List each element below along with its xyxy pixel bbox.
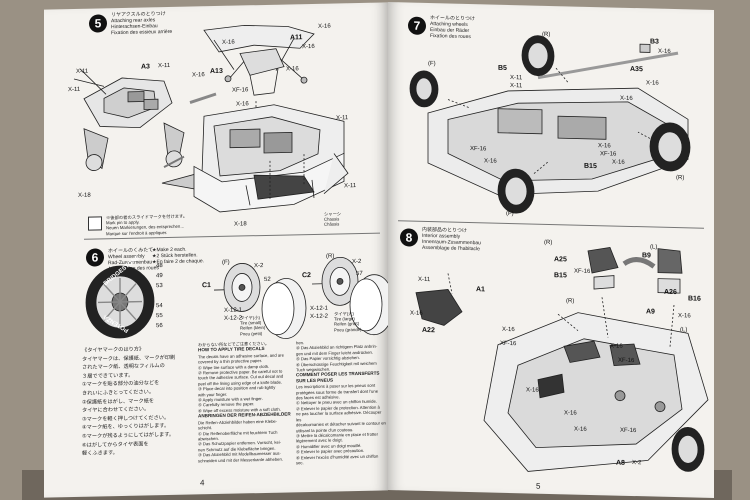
rear-axle-diagram xyxy=(73,25,349,213)
wheel-attachment-diagram xyxy=(409,35,691,214)
screw-label: X-16 xyxy=(620,95,633,102)
screw-label: X-12-2 xyxy=(310,313,329,321)
part-label: A9 xyxy=(646,308,655,316)
screw-label: X-12-1 xyxy=(310,305,329,313)
decal-number: 54 xyxy=(156,303,163,310)
part-label: B3 xyxy=(650,38,659,46)
side-label: (R) xyxy=(544,239,553,247)
part-label: A11 xyxy=(290,34,303,42)
screw-label: X-11 xyxy=(158,62,171,70)
screw-label: XF-16 xyxy=(600,151,617,158)
screw-label: X-16 xyxy=(646,80,659,87)
front-label: (F) xyxy=(222,259,230,266)
screw-label: X-16 xyxy=(610,343,623,350)
screw-label: X-16 xyxy=(484,158,497,165)
part-label: A13 xyxy=(210,67,223,76)
screw-label: X-16 xyxy=(286,66,299,73)
part-label: B9 xyxy=(642,252,651,260)
screw-label: X-16 xyxy=(502,326,515,334)
screw-label: X-16 xyxy=(658,48,671,55)
screw-label: XF-16 xyxy=(618,357,635,365)
part-label: A3 xyxy=(141,63,150,71)
interior-assembly-diagram xyxy=(415,246,709,472)
screw-label: X-11 xyxy=(336,115,349,122)
screw-label: X-2 xyxy=(632,459,642,467)
side-label: (R) xyxy=(566,298,575,305)
side-label: (L) xyxy=(650,244,658,251)
part-label: A8 xyxy=(616,459,625,467)
part-label: B15 xyxy=(554,272,567,280)
screw-label: XF-16 xyxy=(574,268,591,275)
screw-label: X-16 xyxy=(410,310,423,317)
tire-large-caption: タイヤ(大) Tire (large) Reifen (groß) Pneu (… xyxy=(334,311,362,333)
decal-number: 49 xyxy=(156,273,163,280)
mark-icon xyxy=(88,216,102,231)
rear-label: (R) xyxy=(326,253,335,260)
screw-label: X-2 xyxy=(352,258,362,266)
screw-label: X-16 xyxy=(612,159,625,166)
screw-label: X-16 xyxy=(678,313,691,320)
screw-label: X-12-1 xyxy=(224,307,243,314)
screw-label: X-16 xyxy=(318,23,331,30)
decal-number: 55 xyxy=(156,313,163,320)
screw-label: XF-16 xyxy=(620,427,637,435)
screw-label: X-16 xyxy=(574,426,587,433)
rear-label: (R) xyxy=(542,31,551,38)
page-number: 5 xyxy=(536,481,541,491)
decal-instructions-jp: 《タイヤマークのはり方》 タイヤマークは、保護紙、マークが印刷 されたマーク紙、… xyxy=(82,346,176,457)
screw-label: X-18 xyxy=(78,192,91,199)
decal-instructions-fr: hen. ④ Das Abziehbild an richtigem Platz… xyxy=(296,340,386,466)
tire-small-caption: タイヤ(小) Tire (small) Reifen (klein) Pneu … xyxy=(240,315,266,337)
part-label: B15 xyxy=(584,162,597,171)
part-label: B5 xyxy=(498,64,507,72)
screw-label: X-18 xyxy=(234,221,247,228)
screw-label: X-11 xyxy=(510,74,523,82)
part-label: C1 xyxy=(202,282,211,290)
part-label: A22 xyxy=(422,326,435,335)
right-page: 7 ホイールのとりつけ Attaching wheels Einbau der … xyxy=(388,2,714,498)
decal-number: 57 xyxy=(356,270,363,278)
decal-number: 56 xyxy=(156,323,163,330)
screw-label: X-16 xyxy=(236,101,249,108)
decal-number: 48 xyxy=(156,263,163,270)
decal-number: 52 xyxy=(264,276,271,283)
page-number: 4 xyxy=(200,478,205,488)
part-label: A35 xyxy=(630,65,643,74)
chassis-label: シャーシ Chassis Châssis xyxy=(324,211,342,228)
screw-label: X-16 xyxy=(526,387,539,394)
screw-label: X-16 xyxy=(564,410,577,417)
screw-label: X-16 xyxy=(192,72,205,79)
screw-label: XF-16 xyxy=(232,87,249,94)
rear-label: (R) xyxy=(676,175,685,182)
screw-label: XF-16 xyxy=(500,340,517,348)
wheel-assembly-diagram xyxy=(85,256,395,339)
screw-label: X-11 xyxy=(510,82,523,90)
left-page: 5 リヤアクスルのとりつけ Attaching rear axles Hinte… xyxy=(44,2,395,498)
front-label: (F) xyxy=(428,60,436,68)
side-label: (L) xyxy=(680,327,688,334)
screw-label: X-11 xyxy=(76,68,89,75)
part-label: B16 xyxy=(688,295,701,303)
screw-label: X-16 xyxy=(302,43,315,51)
screw-label: X-11 xyxy=(68,86,81,94)
screw-label: X-2 xyxy=(254,263,264,270)
decal-number: 53 xyxy=(156,283,163,290)
front-label: (F) xyxy=(506,210,514,218)
screw-label: X-16 xyxy=(598,143,611,150)
part-label: A1 xyxy=(476,286,485,294)
screw-label: X-11 xyxy=(418,276,431,284)
screw-label: XF-16 xyxy=(470,146,487,153)
screw-label: X-16 xyxy=(222,39,235,46)
decal-instructions-en-de: わからない所などでご注意ください。 HOW TO APPLY TIRE DECA… xyxy=(198,340,291,463)
part-label: A25 xyxy=(554,256,567,264)
part-label: A26 xyxy=(664,288,677,297)
screw-label: X-11 xyxy=(344,183,357,190)
part-label: C2 xyxy=(302,272,311,280)
